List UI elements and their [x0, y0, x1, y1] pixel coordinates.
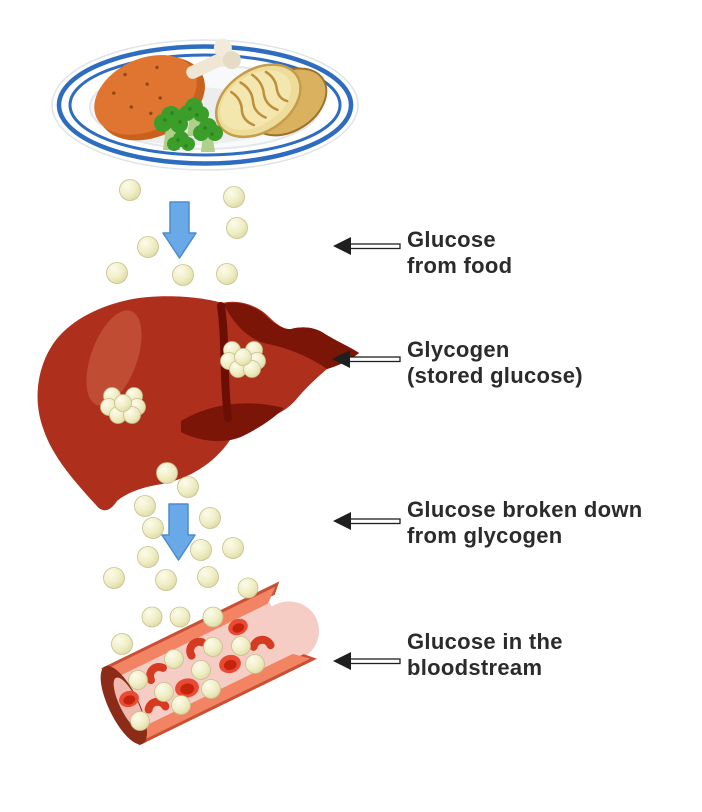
red-blood-cell — [186, 637, 207, 660]
glucose-dot — [128, 670, 148, 690]
glucose-dot — [231, 636, 251, 656]
red-blood-cell — [144, 697, 170, 714]
glucose-dot — [177, 476, 199, 498]
label-line: Glucose broken down — [407, 497, 643, 522]
pointer-arrow-icon — [333, 237, 401, 255]
plate-of-food — [51, 38, 359, 171]
plate-rim-ring-outer — [56, 44, 354, 166]
glucose-dot — [199, 507, 221, 529]
glucose-dot — [171, 695, 191, 715]
pointer-arrow-icon — [332, 350, 401, 368]
glucose-dot — [222, 537, 244, 559]
red-blood-cell — [175, 678, 199, 698]
glucose-dot — [245, 654, 265, 674]
glucose-dot — [203, 637, 223, 657]
label-line: Glycogen — [407, 337, 510, 362]
glucose-dot — [130, 711, 150, 731]
pointer-arrow-icon — [333, 652, 401, 670]
label-line: bloodstream — [407, 655, 543, 680]
glucose-dot — [202, 606, 224, 628]
label-line: from food — [407, 253, 513, 278]
glucose-dot — [237, 577, 259, 599]
pointer-arrow-icon — [333, 512, 401, 530]
down-arrow-icon — [161, 503, 196, 561]
glucose-dot — [156, 462, 178, 484]
glucose-dot — [201, 679, 221, 699]
red-blood-cell — [228, 618, 248, 636]
red-blood-cell — [119, 690, 139, 708]
glucose-dot — [119, 179, 141, 201]
glucose-dot — [155, 569, 177, 591]
glycogen-cluster — [100, 387, 146, 424]
label-line: Glucose — [407, 227, 496, 252]
glucose-dot — [190, 539, 212, 561]
glucose-dot — [216, 263, 238, 285]
glucose-dot — [111, 633, 133, 655]
glucose-dots-in-blood — [128, 577, 265, 731]
glucose-dot — [106, 262, 128, 284]
grilled-bread-icon — [214, 63, 328, 139]
label-glucose-in-bloodstream: Glucose in the bloodstream — [407, 629, 563, 681]
red-blood-cell — [219, 654, 241, 674]
glucose-dot — [142, 517, 164, 539]
glucose-dots-from-liver — [103, 462, 244, 655]
glucose-dot — [169, 606, 191, 628]
label-line: (stored glucose) — [407, 363, 583, 388]
glucose-dot — [134, 495, 156, 517]
glucose-dot — [137, 546, 159, 568]
label-glycogen: Glycogen (stored glucose) — [407, 337, 583, 389]
glucose-dot — [197, 566, 219, 588]
glucose-dot — [137, 236, 159, 258]
glucose-dot — [226, 217, 248, 239]
red-blood-cell — [249, 635, 275, 651]
glucose-dot — [223, 186, 245, 208]
label-glucose-from-food: Glucose from food — [407, 227, 512, 279]
glycogen-cluster — [220, 341, 266, 378]
glucose-dot — [141, 606, 163, 628]
label-glucose-broken-down: Glucose broken down from glycogen — [407, 497, 643, 549]
glucose-dot — [172, 264, 194, 286]
plate-rim-ring-inner — [68, 53, 342, 157]
label-line: Glucose in the — [407, 629, 563, 654]
liver-illustration — [37, 296, 360, 511]
blood-vessel-illustration — [100, 577, 320, 746]
broccoli-icon — [154, 98, 223, 152]
glucose-dot — [191, 660, 211, 680]
glucose-dot — [154, 682, 174, 702]
glucose-dots-from-food — [106, 179, 248, 286]
down-arrow-icon — [162, 201, 197, 259]
label-line: from glycogen — [407, 523, 563, 548]
glucose-dot — [103, 567, 125, 589]
glucose-dot — [164, 649, 184, 669]
red-blood-cell — [146, 663, 167, 685]
